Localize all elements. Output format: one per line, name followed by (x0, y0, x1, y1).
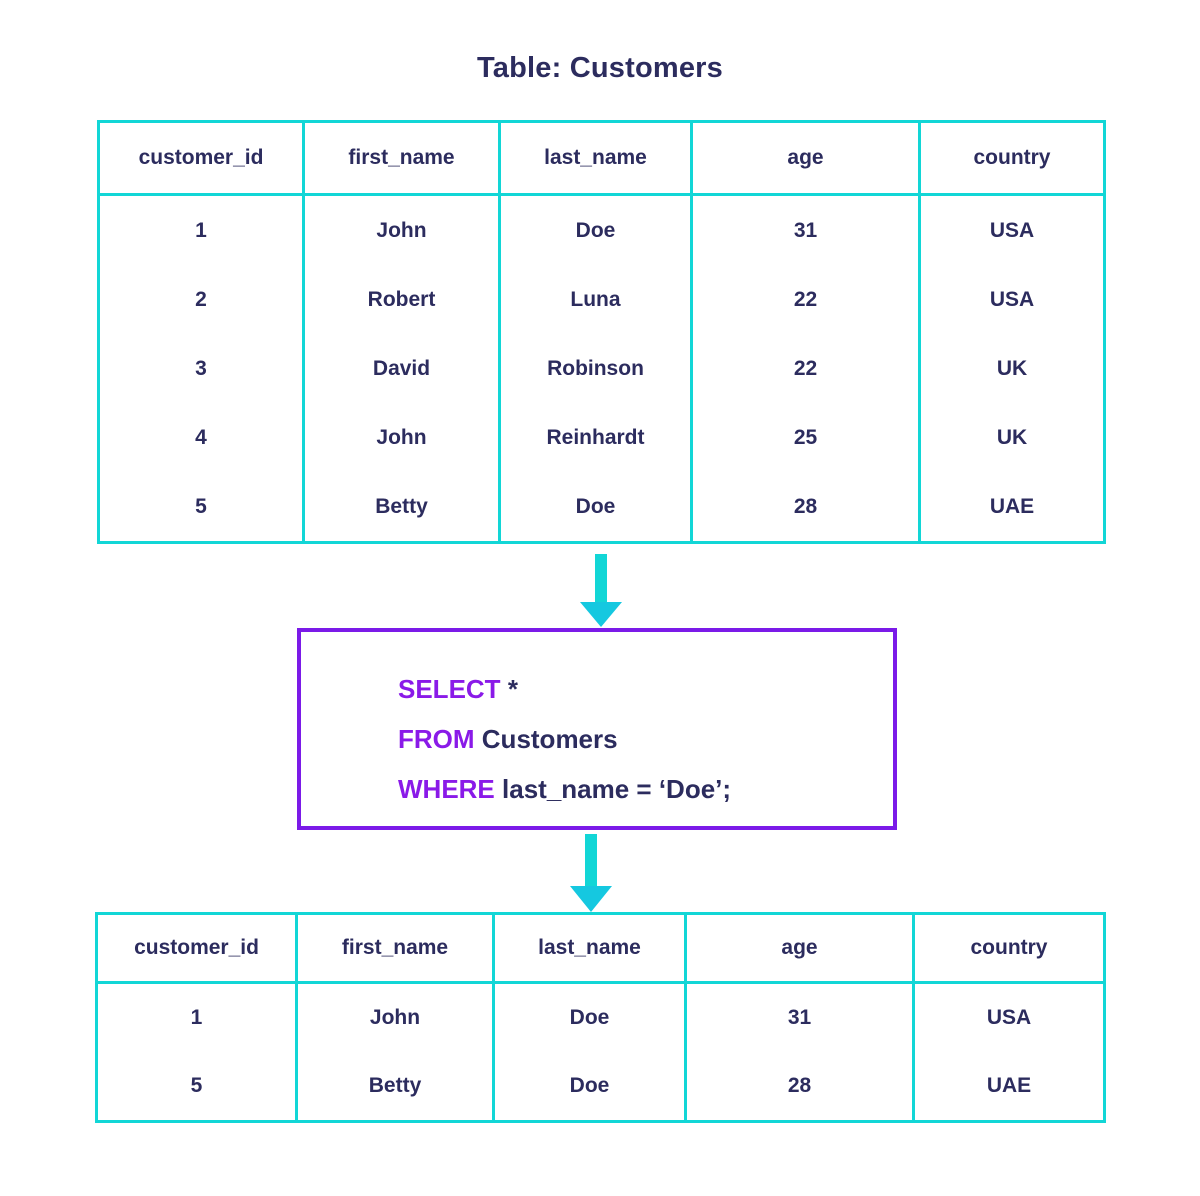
sql-table-reference: Customers (481, 724, 618, 754)
arrow-table-to-query-icon (580, 554, 622, 627)
cell-last-name: Doe (492, 981, 687, 1052)
column-header-customer-id: customer_id (95, 912, 298, 984)
cell-last-name: Doe (492, 1052, 687, 1122)
cell-age: 22 (690, 265, 921, 334)
column-header-first-name: first_name (302, 120, 501, 196)
column-header-country: country (918, 120, 1106, 196)
table-row: 5 Betty Doe 28 UAE (95, 1052, 1106, 1122)
cell-age: 31 (684, 981, 915, 1052)
table-row: 5 Betty Doe 28 UAE (97, 472, 1106, 543)
source-table-customers: customer_id first_name last_name age cou… (97, 120, 1106, 544)
sql-query-line-3: WHERE last_name = ‘Doe’; (398, 764, 731, 814)
sql-query-box: SELECT * FROM Customers WHERE last_name … (297, 628, 897, 830)
cell-customer-id: 1 (97, 193, 305, 265)
sql-keyword-from: FROM (398, 724, 475, 754)
cell-first-name: John (302, 403, 501, 472)
cell-first-name: Betty (302, 472, 501, 543)
cell-customer-id: 3 (97, 334, 305, 403)
cell-customer-id: 5 (95, 1052, 298, 1122)
column-header-age: age (684, 912, 915, 984)
table-row: 2 Robert Luna 22 USA (97, 265, 1106, 334)
cell-age: 31 (690, 193, 921, 265)
table-row: 1 John Doe 31 USA (97, 193, 1106, 265)
cell-last-name: Reinhardt (498, 403, 693, 472)
cell-first-name: John (302, 193, 501, 265)
column-header-customer-id: customer_id (97, 120, 305, 196)
table-row: 1 John Doe 31 USA (95, 981, 1106, 1052)
column-header-age: age (690, 120, 921, 196)
cell-last-name: Luna (498, 265, 693, 334)
sql-expression-star: * (507, 674, 518, 704)
cell-customer-id: 5 (97, 472, 305, 543)
cell-country: UK (918, 334, 1106, 403)
page-title: Table: Customers (477, 52, 723, 84)
cell-country: USA (912, 981, 1106, 1052)
column-header-last-name: last_name (492, 912, 687, 984)
sql-query-line-2: FROM Customers (398, 714, 731, 764)
cell-customer-id: 4 (97, 403, 305, 472)
cell-last-name: Doe (498, 472, 693, 543)
cell-country: USA (918, 265, 1106, 334)
table-row: 3 David Robinson 22 UK (97, 334, 1106, 403)
cell-country: UAE (918, 472, 1106, 543)
cell-first-name: David (302, 334, 501, 403)
sql-keyword-where: WHERE (398, 774, 495, 804)
sql-condition: last_name = ‘Doe’; (502, 774, 732, 804)
cell-age: 28 (684, 1052, 915, 1122)
cell-customer-id: 1 (95, 981, 298, 1052)
cell-age: 25 (690, 403, 921, 472)
cell-country: UAE (912, 1052, 1106, 1122)
cell-last-name: Doe (498, 193, 693, 265)
cell-first-name: John (295, 981, 495, 1052)
sql-query-text: SELECT * FROM Customers WHERE last_name … (398, 664, 731, 814)
cell-country: USA (918, 193, 1106, 265)
table-header-row: customer_id first_name last_name age cou… (97, 120, 1106, 196)
cell-age: 22 (690, 334, 921, 403)
cell-country: UK (918, 403, 1106, 472)
cell-age: 28 (690, 472, 921, 543)
column-header-last-name: last_name (498, 120, 693, 196)
cell-last-name: Robinson (498, 334, 693, 403)
sql-keyword-select: SELECT (398, 674, 501, 704)
column-header-first-name: first_name (295, 912, 495, 984)
arrow-query-to-result-icon (570, 834, 612, 912)
cell-first-name: Robert (302, 265, 501, 334)
cell-first-name: Betty (295, 1052, 495, 1122)
cell-customer-id: 2 (97, 265, 305, 334)
table-row: 4 John Reinhardt 25 UK (97, 403, 1106, 472)
column-header-country: country (912, 912, 1106, 984)
result-table: customer_id first_name last_name age cou… (95, 912, 1106, 1123)
table-header-row: customer_id first_name last_name age cou… (95, 912, 1106, 984)
sql-query-line-1: SELECT * (398, 664, 731, 714)
